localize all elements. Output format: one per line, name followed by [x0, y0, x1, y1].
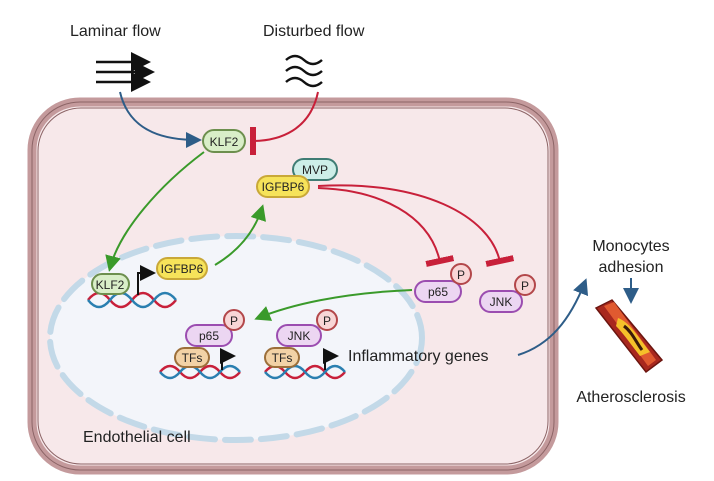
svg-text:p65: p65	[428, 285, 448, 299]
p65-cytoplasm: p65 P	[414, 263, 472, 303]
disturbed-flow-icon	[285, 54, 323, 88]
svg-text:MVP: MVP	[302, 163, 328, 177]
adhesion-label: adhesion	[599, 259, 664, 276]
klf2-cytoplasm: KLF2	[202, 129, 246, 153]
svg-text:p65: p65	[199, 329, 219, 343]
svg-text:JNK: JNK	[490, 295, 513, 309]
disturbed-inhibits-klf2	[249, 91, 319, 156]
transcription-start-icon	[220, 348, 236, 370]
dna-helix-p65	[159, 364, 241, 380]
svg-text:TFs: TFs	[182, 351, 203, 365]
endothelial-cell-label: Endothelial cell	[83, 429, 191, 446]
svg-text:IGFBP6: IGFBP6	[161, 262, 204, 276]
laminar-to-klf2-arrow	[119, 91, 202, 148]
tfs-2: TFs	[264, 347, 300, 368]
svg-text:KLF2: KLF2	[96, 278, 125, 292]
atherosclerosis-label: Atherosclerosis	[576, 389, 685, 406]
inflammatory-genes-label: Inflammatory genes	[348, 348, 489, 365]
svg-text:TFs: TFs	[272, 351, 293, 365]
svg-text:P: P	[457, 268, 465, 282]
igfbp6-export-arrow	[214, 204, 266, 266]
mvp-protein: MVP	[292, 158, 338, 181]
igfbp6-cytoplasm: IGFBP6	[256, 175, 310, 198]
igfbp6-nucleus: IGFBP6	[156, 257, 208, 280]
tfs-1: TFs	[174, 347, 210, 368]
klf2-to-nucleus-arrow	[105, 151, 205, 272]
laminar-flow-icon	[96, 52, 155, 92]
p65-nucleus: p65 P	[185, 309, 245, 347]
transcription-start-icon	[323, 348, 339, 370]
artery-plaque-icon	[594, 299, 664, 374]
disturbed-flow-label: Disturbed flow	[263, 23, 365, 40]
svg-text:P: P	[323, 314, 331, 328]
klf2-nucleus: KLF2	[91, 273, 130, 295]
svg-text:JNK: JNK	[288, 329, 311, 343]
genes-to-monocytes-arrow	[517, 278, 589, 356]
igfbp6-inhibits-p65	[317, 187, 455, 267]
laminar-flow-label: Laminar flow	[70, 23, 161, 40]
jnk-cytoplasm: JNK P	[479, 274, 536, 313]
svg-text:KLF2: KLF2	[210, 135, 239, 149]
nucleus	[47, 233, 425, 443]
svg-text:IGFBP6: IGFBP6	[262, 180, 305, 194]
transcription-start-icon	[137, 265, 156, 295]
svg-text:P: P	[230, 314, 238, 328]
kinase-nuclear-translocation-arrow	[254, 289, 413, 321]
svg-text:P: P	[521, 279, 529, 293]
monocytes-label: Monocytes	[592, 238, 669, 255]
jnk-nucleus: JNK P	[276, 309, 338, 347]
igfbp6-inhibits-jnk	[317, 184, 515, 267]
